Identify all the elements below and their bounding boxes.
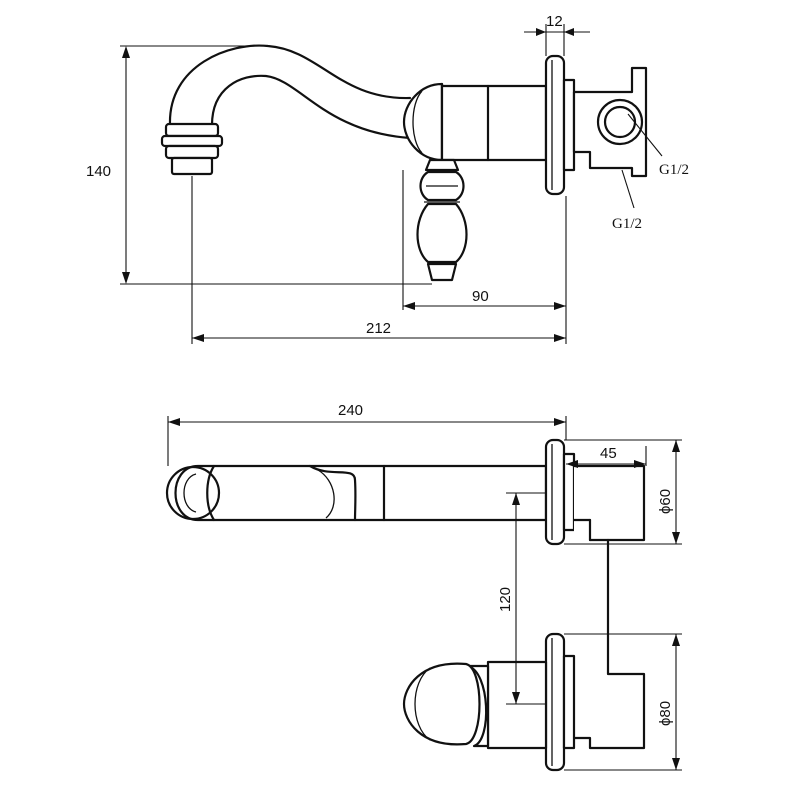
dim-reach-top-label: 240 [338,402,363,419]
valve-dome [402,82,444,162]
inlet-ring-outer [596,98,644,146]
wall-flange [544,54,576,196]
dim-spout-width: 12 [524,13,590,36]
dim-body-depth-label: 45 [600,445,617,462]
inlet-side-callout: G1/2 [612,169,642,232]
dim-reach-side-label: 212 [366,320,391,337]
valve-body [440,84,548,162]
dim-flange-spout-label: ϕ60 [657,489,674,514]
dim-handle-offset-label: 90 [472,288,489,305]
mounting-bracket [572,66,648,178]
dim-spout-width-label: 12 [546,13,563,30]
inlet-top-label: G1/2 [659,162,689,178]
inlet-side-label: G1/2 [612,216,642,232]
inlet-top-callout: G1/2 [627,113,689,178]
dim-reach-side: 212 [192,320,566,342]
spout-flange [544,438,576,546]
dim-center-distance-label: 120 [497,587,514,612]
dim-flange-handle: ϕ80 [657,634,680,770]
spout-inner-curve [210,74,412,140]
spout-outer-curve [168,44,412,127]
top-view: 240 45 ϕ60 120 ϕ80 [165,402,682,772]
handle-flange [544,632,576,772]
dim-flange-handle-label: ϕ80 [657,701,674,726]
dim-flange-spout: ϕ60 [657,440,680,544]
lever-handle [416,158,468,282]
spout-arm [165,464,548,522]
dim-height: 140 [86,46,130,284]
side-view: 140 12 90 212 G1/2 [86,13,689,344]
dim-handle-offset: 90 [403,288,566,310]
spout-outlet [160,122,224,176]
concealed-body [572,464,646,750]
dim-height-label: 140 [86,163,111,180]
handle-body-top [402,660,548,750]
dim-body-depth: 45 [566,445,646,468]
dim-center-distance: 120 [497,493,520,704]
dim-reach-top: 240 [168,402,566,426]
